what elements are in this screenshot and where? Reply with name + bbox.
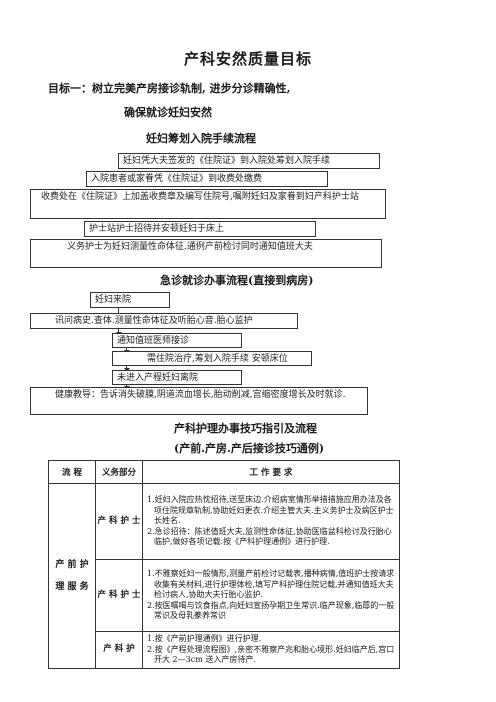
flow1-heading: 妊妇筹划入院手续流程 (146, 132, 256, 145)
requirement-item: 2.按《产程处理流程图》,亲密不雅察产兆和胎心境形.妊妇临产后,宫口开大 2—3… (147, 644, 395, 665)
flow1-step-1: 妊妇凭大夫签发的《住院证》到入院处筹划入院手续 (118, 153, 380, 169)
department-cell: 产 科 护 (95, 631, 143, 669)
requirements-cell: 1.按《产前护理通例》进行护理. 2.按《产程处理流程图》,亲密不雅察产兆和胎心… (142, 631, 400, 669)
requirements-cell: 1.妊妇入院应热忱招待,送至床边.介绍病室情形举措措施应用办法及各项住院规章轨制… (142, 483, 400, 560)
requirement-item: 1.妊妇入院应热忱招待,送至床边.介绍病室情形举措措施应用办法及各项住院规章轨制… (147, 495, 394, 526)
department-label: 产 科 护 士 (97, 590, 141, 600)
requirement-item: 1.不雅察妊妇一般情形,测量产前检讨记载表,播种病情,值班护士按请求收集有关材料… (147, 569, 395, 600)
header-department: 义务部分 (95, 460, 143, 484)
requirements-cell: 1.不雅察妊妇一般情形,测量产前检讨记载表,播种病情,值班护士按请求收集有关材料… (142, 559, 400, 632)
table-header-row: 流 程 义务部分 工 作 要 求 (48, 460, 400, 484)
flow1-step-5: 义务护士为妊妇测量性命体征.通例产前检讨同时通知值班大夫 (30, 239, 382, 268)
table-row: 产 前 护 理 服 务 产 科 护 士 1.妊妇入院应热忱招待,送至床边.介绍病… (48, 483, 400, 669)
department-label: 产 科 护 士 (97, 516, 141, 526)
department-cell: 产 科 护 士 (95, 483, 143, 560)
requirement-item: 2.按医嘱喝与饮食指点,向妊妇宣扬孕期卫生常识.临产现象,临蓐的一般常识及母乳豢… (147, 600, 395, 621)
flow2-heading: 急诊就诊办事流程(直接到病房) (160, 274, 314, 287)
stage-label: 产 前 护 理 服 务 (55, 559, 89, 592)
header-requirements: 工 作 要 求 (142, 460, 400, 484)
table-row: 产 科 护 士 1.不雅察妊妇一般情形,测量产前检讨记载表,播种病情,值班护士按… (49, 559, 400, 632)
goal-heading-line2: 确保就诊妊妇安然 (124, 106, 212, 119)
requirement-item: 1.按《产前护理通例》进行护理. (147, 634, 262, 643)
goal-heading-line1: 目标一：树立完美产房接诊轨制, 进步分诊精确性, (48, 82, 291, 95)
department-label: 产 科 护 (103, 644, 135, 655)
flow2-step-1: 妊妇来院 (90, 292, 170, 308)
table-subheading: (产前.产房.产后接诊技巧通例) (174, 442, 325, 455)
flow2-step-3: 通知值班医师接诊 (112, 333, 242, 348)
table-row: 产 科 护 1.按《产前护理通例》进行护理. 2.按《产程处理流程图》,亲密不雅… (49, 631, 400, 669)
department-cell: 产 科 护 士 (95, 559, 143, 632)
flow2-step-5: 未进入产程妊妇离院 (112, 370, 242, 385)
flow2-step-4: 需住院治疗,筹划入院手续 安顿床位 (112, 351, 312, 366)
flow1-step-3: 收费处在《住院证》上加盖收费章及编写住院号,嘱附妊妇及家眷到妇产科护士站 (30, 189, 386, 219)
nursing-process-table: 流 程 义务部分 工 作 要 求 产 前 护 理 服 务 产 科 护 士 1.妊… (48, 460, 400, 669)
requirement-item: 2.急诊招待：陈述值班大夫,监测性命体征,协助医临盆科检讨及行胎心临护,做好各项… (147, 526, 392, 547)
flow2-step-6: 健康教导：告诉消失破膜,阴道流血增长,胎动削减,宫缩密度增长及时就诊. (30, 387, 368, 415)
flow1-step-2: 入院患者或家眷凭《住院证》到收费处缴费 (86, 171, 328, 187)
table-heading: 产科护理办事技巧指引及流程 (174, 422, 317, 435)
flow2-step-2: 讯问病史.查体.测量性命体征及听胎心音.胎心监护 (30, 313, 298, 329)
flow1-step-4: 护士站护士招待并安顿妊妇于床上 (84, 221, 316, 237)
stage-cell: 产 前 护 理 服 务 (48, 483, 96, 669)
header-process: 流 程 (48, 460, 96, 484)
page-title: 产科安然质量目标 (183, 50, 312, 68)
